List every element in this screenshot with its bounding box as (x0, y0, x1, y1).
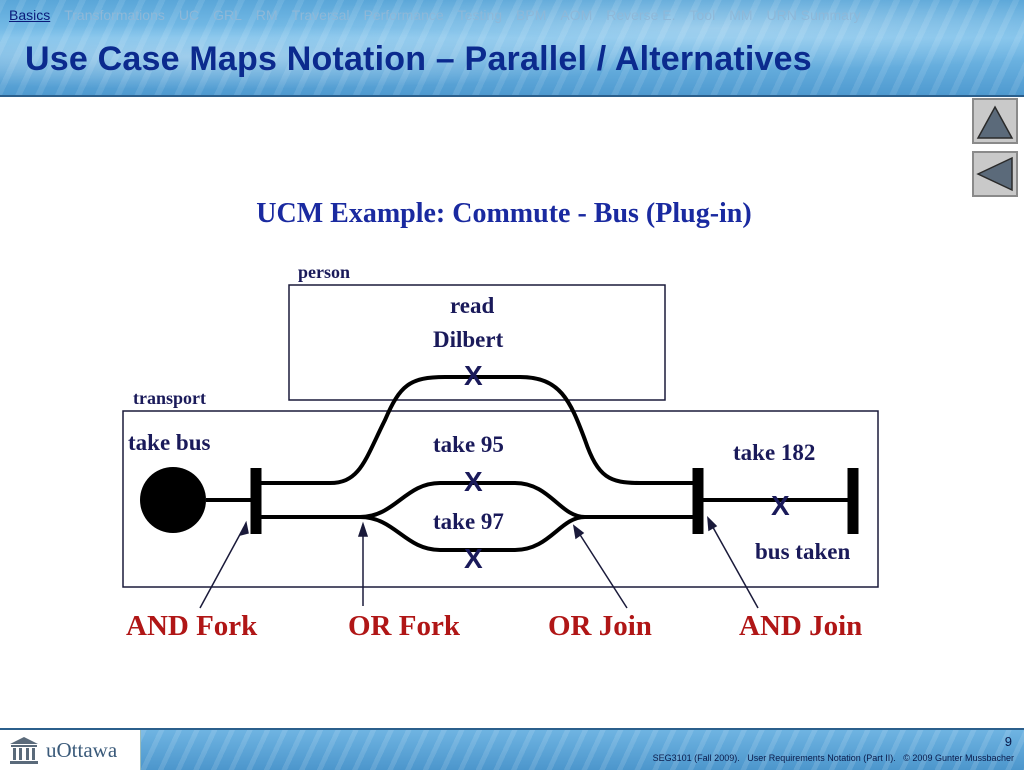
or-join-arrow (576, 529, 628, 609)
or-join-arrowhead (572, 524, 585, 540)
nav-performance[interactable]: Performance (363, 7, 444, 23)
nav-transformations[interactable]: Transformations (64, 7, 165, 23)
nav-reverse-e[interactable]: Reverse E. (606, 7, 676, 23)
x-mark-take97: X (464, 543, 483, 574)
nav-mm[interactable]: MM (729, 7, 753, 23)
header-banner: Basics Transformations UC GRL RM Travers… (0, 0, 1024, 97)
responsibility-take95: take 95 (433, 432, 504, 457)
nav-grl[interactable]: GRL (213, 7, 242, 23)
transport-component-box (122, 410, 879, 588)
person-component-box (288, 284, 666, 401)
and-fork-arrow (199, 526, 245, 609)
or-fork-arrowhead (357, 521, 369, 537)
or-branch-95 (359, 481, 586, 519)
footer-banner: uOttawa 9 SEG3101 (Fall 2009). User Requ… (0, 728, 1024, 770)
nav-testing[interactable]: Testing (457, 7, 503, 23)
annotation-or-join: OR Join (548, 610, 652, 642)
person-label: person (298, 262, 351, 282)
diagram-heading: UCM Example: Commute - Bus (Plug-in) (256, 198, 752, 229)
nav-tool[interactable]: Tool (689, 7, 716, 23)
up-arrow-icon (976, 105, 1014, 139)
footer-credits: SEG3101 (Fall 2009). User Requirements N… (653, 753, 1014, 763)
footer-copyright: © 2009 Gunter Mussbacher (903, 753, 1014, 763)
back-button[interactable] (972, 151, 1018, 197)
x-mark-take95: X (464, 466, 483, 497)
x-mark-read: X (464, 360, 483, 391)
nav-uc[interactable]: UC (178, 7, 200, 23)
or-branch-97 (359, 515, 586, 552)
and-join-arrow (709, 521, 759, 609)
responsibility-read: read (450, 293, 495, 318)
left-arrow-icon (976, 156, 1013, 192)
nav-aom[interactable]: AOM (560, 7, 593, 23)
annotation-or-fork: OR Fork (348, 610, 460, 642)
section-nav: Basics Transformations UC GRL RM Travers… (2, 4, 868, 26)
start-point-label: take bus (128, 430, 211, 455)
footer-course: SEG3101 (Fall 2009). (652, 753, 740, 763)
ucm-diagram (122, 284, 879, 609)
page-title: Use Case Maps Notation – Parallel / Alte… (25, 40, 812, 78)
page-number: 9 (1004, 734, 1012, 749)
and-fork-arrowhead (238, 520, 249, 537)
transport-label: transport (133, 388, 206, 408)
nav-bpm[interactable]: BPM (516, 7, 547, 23)
end-point-label: bus taken (755, 539, 851, 564)
university-logo: uOttawa (0, 730, 141, 770)
nav-basics[interactable]: Basics (9, 7, 51, 23)
nav-traversal[interactable]: Traversal (291, 7, 350, 23)
start-point-dot (140, 467, 206, 533)
and-join-arrowhead (707, 516, 718, 532)
x-mark-take182: X (771, 490, 790, 521)
logo-text: uOttawa (46, 737, 118, 762)
nav-rm[interactable]: RM (255, 7, 278, 23)
upper-path (261, 375, 697, 485)
annotation-and-fork: AND Fork (126, 610, 258, 642)
building-icon (10, 737, 38, 764)
nav-urn-summary[interactable]: URN Summary (766, 7, 861, 23)
footer-subject: User Requirements Notation (Part II). (747, 753, 896, 763)
responsibility-take182: take 182 (733, 440, 816, 465)
responsibility-take97: take 97 (433, 509, 504, 534)
up-button[interactable] (972, 98, 1018, 144)
annotation-and-join: AND Join (739, 610, 863, 642)
responsibility-dilbert: Dilbert (433, 327, 504, 352)
